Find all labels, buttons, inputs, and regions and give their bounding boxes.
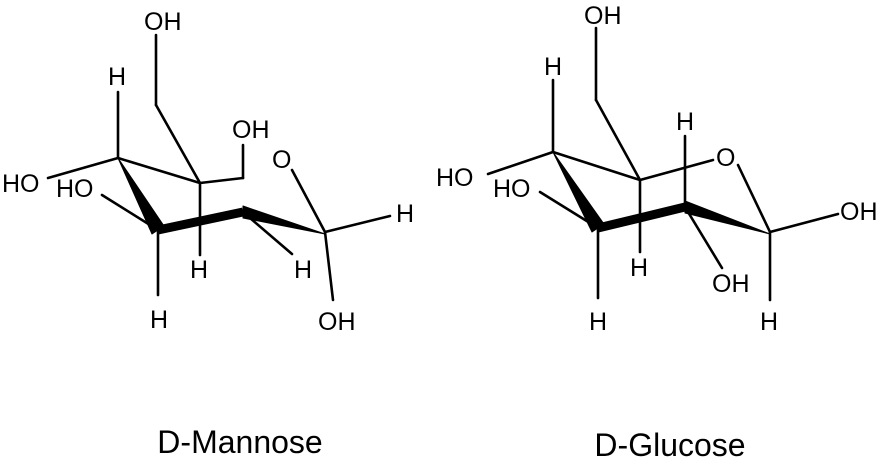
- bond: [100, 193, 160, 232]
- atom-label: H: [589, 308, 607, 336]
- atom-label: HO: [56, 175, 94, 203]
- atom-label: O: [272, 146, 291, 174]
- bold-bond: [157, 207, 244, 235]
- bond: [154, 103, 202, 185]
- atom-label: O: [716, 144, 735, 172]
- atom-label: H: [544, 53, 562, 81]
- atom-label: HO: [2, 170, 40, 198]
- bold-bond: [596, 202, 687, 233]
- bond: [768, 212, 840, 234]
- structure-caption-mannose: D-Mannose: [157, 424, 322, 460]
- atom-label: OH: [584, 2, 622, 30]
- atom-label: H: [190, 256, 208, 284]
- bond: [551, 150, 642, 182]
- atom-label: OH: [840, 198, 878, 226]
- bond: [290, 168, 327, 234]
- structure-caption-glucose: D-Glucose: [594, 427, 745, 463]
- atom-label: H: [760, 308, 778, 336]
- bond: [538, 190, 600, 230]
- atom-label: H: [294, 256, 312, 284]
- glucose-structure: OH H HO HO H O OH H OH H H: [436, 2, 878, 336]
- atom-label: OH: [318, 308, 356, 336]
- atom-label: OH: [232, 116, 270, 144]
- atom-label: OH: [144, 8, 182, 36]
- atom-label: OH: [712, 270, 750, 298]
- atom-label: HO: [493, 175, 531, 203]
- bond: [683, 205, 724, 270]
- atom-label: H: [676, 108, 694, 136]
- bond: [198, 176, 245, 185]
- atom-label: H: [396, 200, 414, 228]
- atom-label: H: [108, 63, 126, 91]
- bond: [736, 163, 772, 234]
- bond: [323, 230, 335, 302]
- bond: [638, 158, 715, 182]
- atom-label: HO: [436, 164, 474, 192]
- mannose-structure: OH H HO HO OH O H H H H OH: [2, 8, 414, 336]
- bond: [116, 156, 202, 185]
- bond: [486, 150, 555, 176]
- wedge-bond: [552, 151, 605, 233]
- bond: [594, 98, 642, 182]
- atom-label: H: [150, 306, 168, 334]
- bond: [323, 214, 392, 234]
- bond: [46, 156, 120, 180]
- atom-label: H: [630, 254, 648, 282]
- bond: [241, 210, 294, 256]
